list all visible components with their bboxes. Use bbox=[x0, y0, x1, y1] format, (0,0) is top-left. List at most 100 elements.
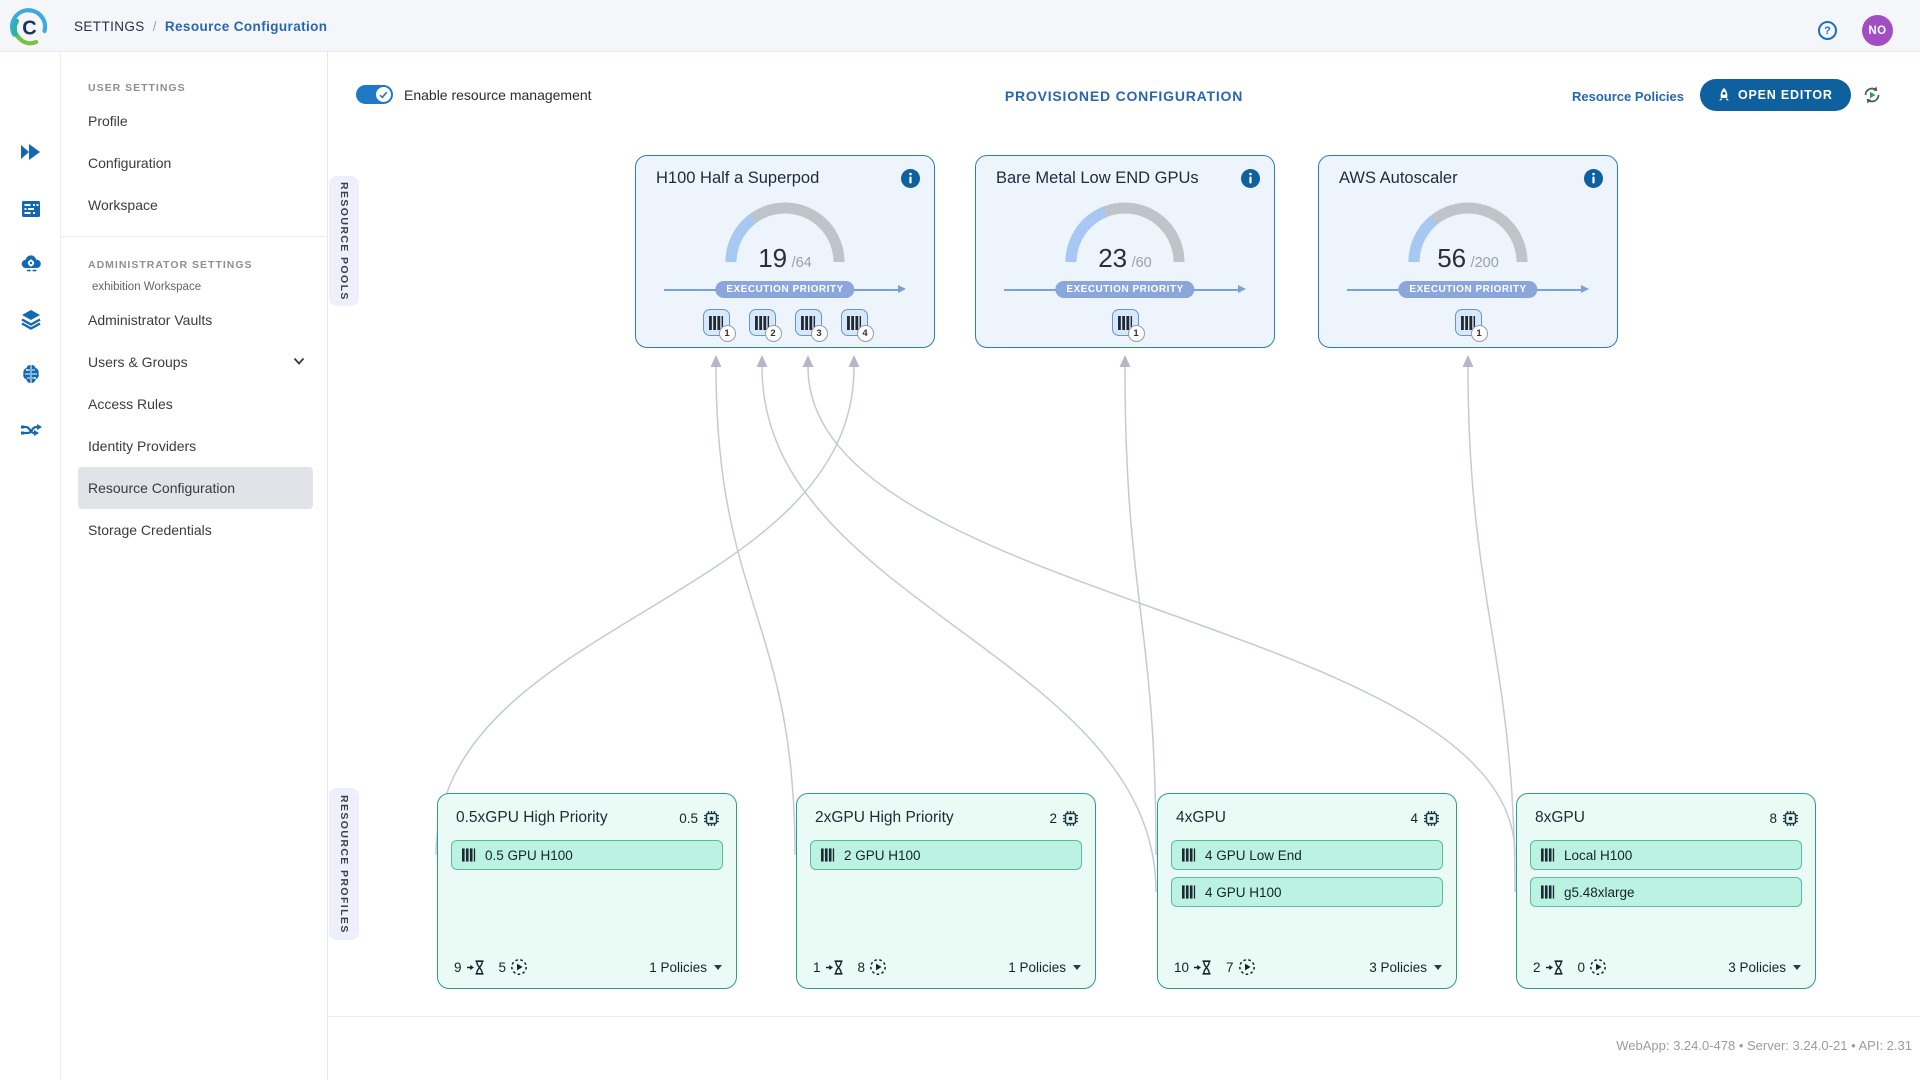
sidebar-item-workspace[interactable]: Workspace bbox=[88, 197, 158, 213]
breadcrumb-separator: / bbox=[152, 18, 157, 34]
execution-priority-row: EXECUTION PRIORITY bbox=[1339, 280, 1597, 300]
resource-tag[interactable]: 4 GPU Low End bbox=[1171, 840, 1443, 870]
profile-resource-tags: 4 GPU Low End 4 GPU H100 bbox=[1171, 840, 1443, 907]
priority-slot[interactable]: 3 bbox=[794, 309, 828, 342]
policies-dropdown[interactable]: 3 Policies bbox=[1728, 960, 1801, 975]
running-count: 8 bbox=[858, 958, 888, 976]
execution-priority-label: EXECUTION PRIORITY bbox=[1055, 281, 1195, 298]
breadcrumb-settings[interactable]: SETTINGS bbox=[74, 18, 145, 34]
cloud-gear-icon[interactable] bbox=[19, 252, 43, 276]
pool-usage-gauge: 56 /200 bbox=[1319, 192, 1617, 273]
running-jobs-icon bbox=[870, 959, 886, 975]
profile-name: 8xGPU bbox=[1535, 809, 1585, 826]
resource-barcode-icon bbox=[1541, 848, 1555, 862]
pool-used-value: 56 bbox=[1437, 243, 1467, 273]
sidebar-item-administrator-vaults[interactable]: Administrator Vaults bbox=[88, 312, 213, 328]
queued-jobs-icon bbox=[466, 959, 484, 975]
profile-card-footer: 9 5 1 Policies bbox=[454, 958, 722, 976]
profile-card-header: 8xGPU 8 bbox=[1517, 794, 1815, 827]
info-icon[interactable] bbox=[1584, 169, 1603, 188]
sidebar-item-storage-credentials[interactable]: Storage Credentials bbox=[88, 522, 212, 538]
profile-resource-tags: 0.5 GPU H100 bbox=[451, 840, 723, 870]
priority-slot[interactable]: 1 bbox=[702, 309, 736, 342]
resource-profile-card[interactable]: 8xGPU 8 Local H100 g5.48xlarge 2 0 3 Poli… bbox=[1516, 793, 1816, 989]
resource-barcode-icon bbox=[846, 315, 861, 330]
info-icon[interactable] bbox=[1241, 169, 1260, 188]
open-editor-button[interactable]: OPEN EDITOR bbox=[1700, 79, 1851, 111]
slot-order-badge: 4 bbox=[856, 325, 874, 342]
caret-down-icon bbox=[1434, 964, 1442, 970]
resource-profile-card[interactable]: 4xGPU 4 4 GPU Low End 4 GPU H100 10 7 3 P… bbox=[1157, 793, 1457, 989]
resource-pool-card[interactable]: H100 Half a Superpod 19 /64 EXECUTION PR… bbox=[635, 155, 935, 348]
execution-priority-label: EXECUTION PRIORITY bbox=[1398, 281, 1538, 298]
topbar: C SETTINGS / Resource Configuration ? NO bbox=[0, 0, 1920, 52]
policies-label: 1 Policies bbox=[1008, 959, 1066, 975]
gpu-chip-icon bbox=[1424, 810, 1439, 826]
resource-tag[interactable]: 4 GPU H100 bbox=[1171, 877, 1443, 907]
profile-resource-tags: 2 GPU H100 bbox=[810, 840, 1082, 870]
layers-icon[interactable] bbox=[19, 307, 43, 331]
pool-total-value: /64 bbox=[791, 255, 812, 271]
fast-forward-icon[interactable] bbox=[19, 140, 43, 164]
profile-card-footer: 2 0 3 Policies bbox=[1533, 958, 1801, 976]
gpu-chip-icon bbox=[1783, 810, 1798, 826]
resource-barcode-icon bbox=[754, 315, 769, 330]
resource-pool-card[interactable]: AWS Autoscaler 56 /200 EXECUTION PRIORIT… bbox=[1318, 155, 1618, 348]
resource-barcode-icon bbox=[1182, 885, 1196, 899]
resource-tag[interactable]: 0.5 GPU H100 bbox=[451, 840, 723, 870]
enable-resource-management-toggle[interactable] bbox=[356, 85, 393, 104]
profile-stats: 10 7 bbox=[1174, 958, 1256, 976]
priority-slot[interactable]: 1 bbox=[1454, 309, 1488, 342]
resource-tag-label: 4 GPU H100 bbox=[1205, 884, 1282, 900]
resource-tag[interactable]: g5.48xlarge bbox=[1530, 877, 1802, 907]
sidebar-item-access-rules[interactable]: Access Rules bbox=[88, 396, 173, 412]
toggle-label: Enable resource management bbox=[404, 86, 592, 103]
avatar[interactable]: NO bbox=[1862, 15, 1893, 46]
resource-pools-tab: RESOURCE POOLS bbox=[329, 176, 359, 306]
profile-card-header: 4xGPU 4 bbox=[1158, 794, 1456, 827]
pool-card-header: H100 Half a Superpod bbox=[636, 156, 934, 188]
policies-dropdown[interactable]: 3 Policies bbox=[1369, 960, 1442, 975]
help-icon[interactable]: ? bbox=[1818, 21, 1837, 40]
running-jobs-icon bbox=[511, 959, 527, 975]
resource-tag[interactable]: 2 GPU H100 bbox=[810, 840, 1082, 870]
resource-policies-link[interactable]: Resource Policies bbox=[1572, 89, 1684, 104]
resource-management-toggle-row: Enable resource management bbox=[356, 85, 592, 104]
pool-used-value: 23 bbox=[1098, 243, 1128, 273]
sidebar-item-profile[interactable]: Profile bbox=[88, 113, 128, 129]
policies-label: 1 Policies bbox=[649, 959, 707, 975]
slot-order-badge: 2 bbox=[764, 325, 782, 342]
resource-pool-card[interactable]: Bare Metal Low END GPUs 23 /60 EXECUTION… bbox=[975, 155, 1275, 348]
resource-profile-card[interactable]: 2xGPU High Priority 2 2 GPU H100 1 8 1 P… bbox=[796, 793, 1096, 989]
sidebar-item-users-groups[interactable]: Users & Groups bbox=[61, 341, 327, 383]
profile-gpu-count: 4 bbox=[1410, 810, 1440, 827]
resource-tag-label: g5.48xlarge bbox=[1564, 884, 1635, 900]
info-icon[interactable] bbox=[901, 169, 920, 188]
pipeline-icon[interactable] bbox=[19, 415, 43, 439]
policies-dropdown[interactable]: 1 Policies bbox=[649, 960, 722, 975]
pool-used-value: 19 bbox=[758, 243, 788, 273]
priority-slot[interactable]: 1 bbox=[1111, 309, 1145, 342]
brain-icon[interactable] bbox=[19, 362, 43, 386]
profile-card-footer: 1 8 1 Policies bbox=[813, 958, 1081, 976]
sidebar-item-resource-configuration[interactable]: Resource Configuration bbox=[78, 467, 313, 509]
queued-count: 10 bbox=[1174, 960, 1212, 975]
pool-name: Bare Metal Low END GPUs bbox=[996, 169, 1199, 187]
sidebar-item-configuration[interactable]: Configuration bbox=[88, 155, 172, 171]
clearml-logo-icon[interactable]: C bbox=[8, 6, 50, 48]
resource-barcode-icon bbox=[821, 848, 835, 862]
resource-pools-tab-label: RESOURCE POOLS bbox=[338, 181, 350, 301]
sidebar-item-identity-providers[interactable]: Identity Providers bbox=[88, 438, 197, 454]
resource-tag[interactable]: Local H100 bbox=[1530, 840, 1802, 870]
auto-refresh-icon[interactable] bbox=[1861, 84, 1883, 106]
resource-profile-card[interactable]: 0.5xGPU High Priority 0.5 0.5 GPU H100 9… bbox=[437, 793, 737, 989]
running-jobs-icon bbox=[1590, 959, 1606, 975]
policies-dropdown[interactable]: 1 Policies bbox=[1008, 960, 1081, 975]
server-icon[interactable] bbox=[19, 197, 43, 221]
resource-profiles-tab: RESOURCE PROFILES bbox=[329, 788, 359, 940]
priority-slot[interactable]: 2 bbox=[748, 309, 782, 342]
priority-slot[interactable]: 4 bbox=[840, 309, 874, 342]
queued-jobs-icon bbox=[1545, 959, 1563, 975]
priority-arrow-icon bbox=[898, 285, 906, 293]
